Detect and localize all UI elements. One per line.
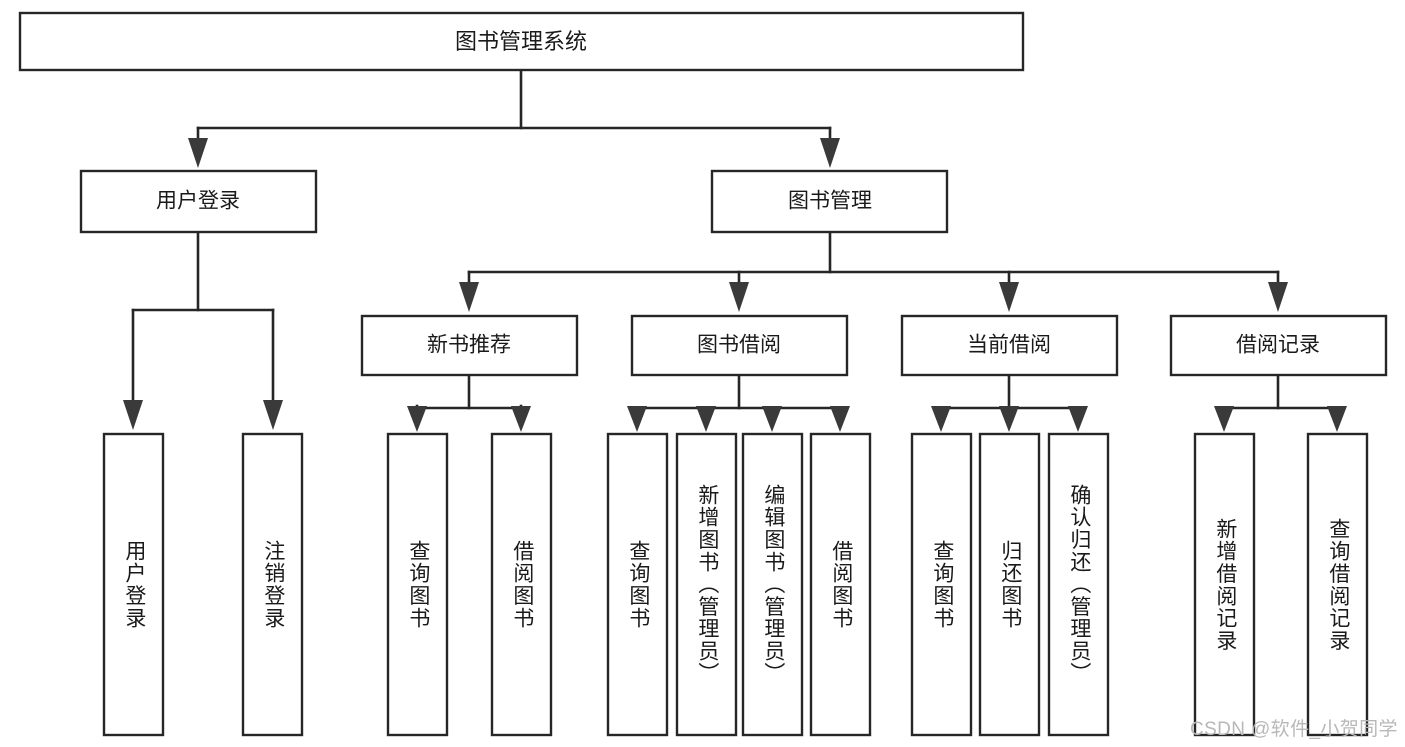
connector-group-bookborrow: [627, 374, 850, 432]
node-new-book-recommend-label: 新书推荐: [427, 334, 511, 357]
arrowhead-leaf-confirm-return: [1068, 406, 1088, 432]
node-current-borrow[interactable]: 当前借阅: [900, 314, 1119, 377]
arrowhead-leaf-borrow-book-2: [830, 406, 850, 432]
node-borrow-record-label: 借阅记录: [1236, 334, 1320, 357]
connector-group-root: [188, 68, 840, 168]
node-leaf-add-record-box[interactable]: [1193, 432, 1256, 737]
node-leaf-query-book-1-box[interactable]: [386, 432, 449, 737]
node-book-borrow[interactable]: 图书借阅: [630, 314, 849, 377]
node-root[interactable]: 图书管理系统: [18, 11, 1025, 72]
arrowhead-bookmgmt: [820, 138, 840, 168]
node-book-management-label: 图书管理: [788, 190, 872, 213]
arrowhead-leaf-user-login: [123, 400, 143, 430]
node-leaf-borrow-book-2-box[interactable]: [809, 432, 872, 737]
arrowhead-leaf-query-book-3: [931, 406, 951, 432]
arrowhead-leaf-return-book: [999, 406, 1019, 432]
arrowhead-borrow-record: [1268, 282, 1288, 312]
arrowhead-book-borrow: [729, 282, 749, 312]
node-book-borrow-label: 图书借阅: [697, 334, 781, 357]
node-book-borrow-box[interactable]: [630, 314, 849, 377]
arrowhead-leaf-borrow-book-1: [511, 406, 531, 432]
node-book-management-box[interactable]: [710, 169, 949, 234]
arrowhead-leaf-add-book: [696, 406, 716, 432]
arrowhead-leaf-user-logout: [263, 400, 283, 430]
csdn-watermark: CSDN @软件_小贺同学: [1190, 719, 1398, 740]
arrowhead-leaf-edit-book: [762, 406, 782, 432]
node-borrow-record[interactable]: 借阅记录: [1169, 314, 1388, 377]
node-current-borrow-label: 当前借阅: [967, 334, 1051, 357]
connector-group-bookmgmt: [459, 231, 1288, 312]
node-leaf-query-book-3-box[interactable]: [910, 432, 973, 737]
node-leaf-return-book-box[interactable]: [978, 432, 1041, 737]
node-leaf-edit-book-box[interactable]: [741, 432, 804, 737]
arrowhead-current-borrow: [999, 282, 1019, 312]
node-leaf-add-book-box[interactable]: [675, 432, 738, 737]
node-book-management[interactable]: 图书管理: [710, 169, 949, 234]
node-current-borrow-box[interactable]: [900, 314, 1119, 377]
arrowhead-leaf-query-book-1: [407, 406, 427, 432]
arrowhead-leaf-query-book-2: [627, 406, 647, 432]
node-borrow-record-box[interactable]: [1169, 314, 1388, 377]
node-user-login-label: 用户登录: [156, 190, 240, 213]
node-leaf-user-login-box[interactable]: [102, 432, 165, 737]
node-root-box[interactable]: [18, 11, 1025, 72]
connector-group-newbook: [407, 374, 531, 432]
arrowhead-new-book-recommend: [459, 282, 479, 312]
arrowhead-leaf-add-record: [1214, 406, 1234, 432]
connector-group-userlogin: [123, 231, 283, 430]
node-user-login-box[interactable]: [79, 169, 318, 234]
node-leaf-borrow-book-1-box[interactable]: [490, 432, 553, 737]
node-leaf-user-logout-box[interactable]: [241, 432, 304, 737]
node-root-label: 图书管理系统: [455, 29, 587, 54]
node-leaf-query-book-2-box[interactable]: [606, 432, 669, 737]
node-new-book-recommend[interactable]: 新书推荐: [360, 314, 579, 377]
arrowhead-userlogin: [188, 138, 208, 168]
connector-group-borrowrecord: [1214, 374, 1347, 432]
node-user-login[interactable]: 用户登录: [79, 169, 318, 234]
node-new-book-recommend-box[interactable]: [360, 314, 579, 377]
node-leaf-query-record-box[interactable]: [1306, 432, 1369, 737]
arrowhead-leaf-query-record: [1327, 406, 1347, 432]
node-leaf-confirm-return-box[interactable]: [1047, 432, 1110, 737]
connector-group-currentborrow: [931, 374, 1088, 432]
